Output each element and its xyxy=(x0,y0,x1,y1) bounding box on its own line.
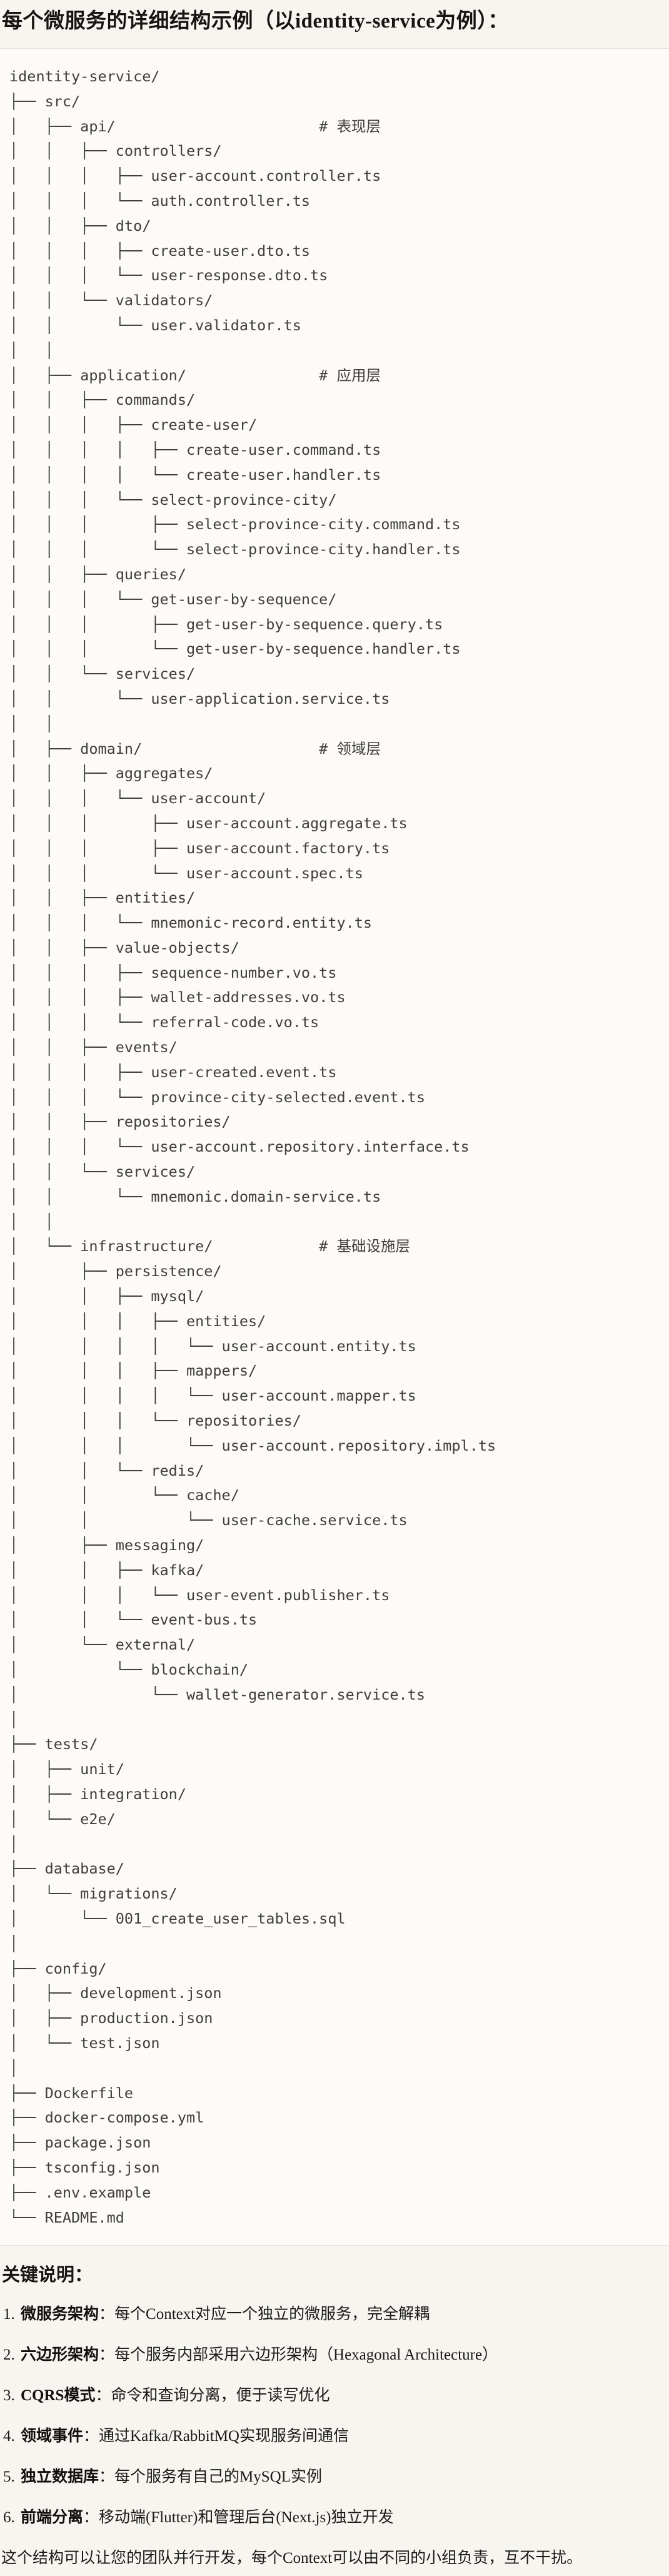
closing-paragraph: 这个结构可以让您的团队并行开发，每个Context可以由不同的小组负责，互不干扰… xyxy=(1,2550,583,2567)
list-item-text: 领域事件：通过Kafka/RabbitMQ实现服务间通信 xyxy=(21,2428,349,2445)
list-item-number: 4. xyxy=(3,2428,15,2445)
notes-heading: 关键说明： xyxy=(2,2265,93,2286)
list-item-text: CQRS模式：命令和查询分离，便于读写优化 xyxy=(21,2387,329,2404)
list-item-number: 1. xyxy=(3,2306,15,2323)
list-item: 5. 独立数据库：每个服务有自己的MySQL实例 xyxy=(0,2467,669,2487)
list-item-label: 六边形架构 xyxy=(21,2346,99,2364)
list-item-text: 独立数据库：每个服务有自己的MySQL实例 xyxy=(21,2468,322,2485)
list-item: 1. 微服务架构：每个Context对应一个独立的微服务，完全解耦 xyxy=(0,2305,669,2325)
list-item-label: 独立数据库 xyxy=(21,2468,99,2486)
list-item-number: 5. xyxy=(3,2468,15,2486)
list-item: 6. 前端分离：移动端(Flutter)和管理后台(Next.js)独立开发 xyxy=(0,2508,669,2528)
page-title: 每个微服务的详细结构示例（以identity-service为例）： xyxy=(2,10,509,33)
file-tree-code-block: identity-service/ ├── src/ │ ├── api/ # … xyxy=(0,48,669,2246)
list-item-number: 2. xyxy=(3,2346,15,2364)
list-item-desc: ：命令和查询分离，便于读写优化 xyxy=(95,2387,330,2405)
list-item: 4. 领域事件：通过Kafka/RabbitMQ实现服务间通信 xyxy=(0,2426,669,2447)
list-item-number: 3. xyxy=(3,2387,15,2405)
list-item-desc: ：每个服务有自己的MySQL实例 xyxy=(99,2468,322,2486)
list-item-desc: ：通过Kafka/RabbitMQ实现服务间通信 xyxy=(83,2428,349,2445)
list-item-desc: ：移动端(Flutter)和管理后台(Next.js)独立开发 xyxy=(83,2509,394,2527)
list-item-desc: ：每个Context对应一个独立的微服务，完全解耦 xyxy=(99,2306,430,2323)
list-item-label: 微服务架构 xyxy=(21,2306,99,2323)
list-item-text: 微服务架构：每个Context对应一个独立的微服务，完全解耦 xyxy=(21,2306,430,2323)
list-item-text: 前端分离：移动端(Flutter)和管理后台(Next.js)独立开发 xyxy=(21,2509,394,2526)
list-item-label: CQRS模式 xyxy=(21,2387,96,2405)
list-item-text: 六边形架构：每个服务内部采用六边形架构（Hexagonal Architectu… xyxy=(21,2346,498,2363)
list-item-number: 6. xyxy=(3,2509,15,2527)
list-item: 2. 六边形架构：每个服务内部采用六边形架构（Hexagonal Architec… xyxy=(0,2345,669,2365)
list-item-label: 领域事件 xyxy=(21,2428,84,2445)
list-item: 3. CQRS模式：命令和查询分离，便于读写优化 xyxy=(0,2386,669,2406)
list-item-desc: ：每个服务内部采用六边形架构（Hexagonal Architecture） xyxy=(99,2346,498,2364)
list-item-label: 前端分离 xyxy=(21,2509,84,2527)
